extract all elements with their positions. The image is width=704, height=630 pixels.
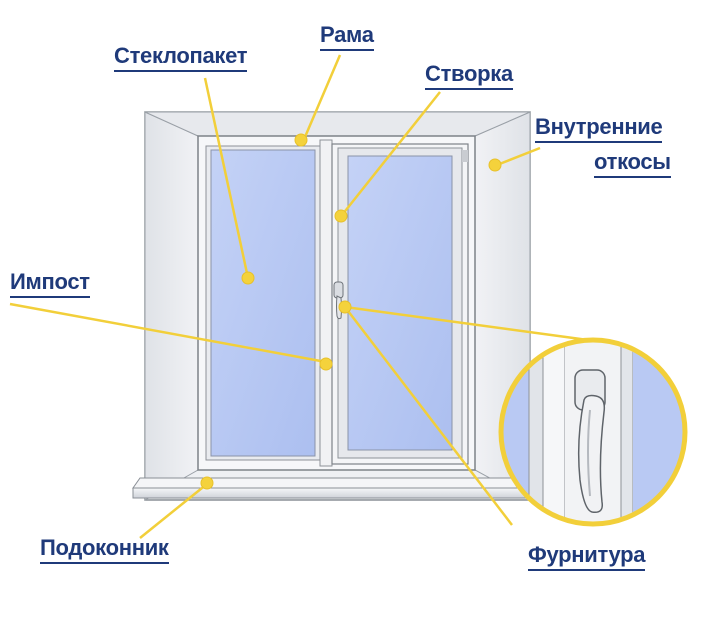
label-impost: Импост [10,269,90,299]
leader-lines [9,54,589,539]
label-furnitura-text: Фурнитура [528,542,646,567]
label-otkosy-2: откосы [594,149,671,179]
label-podokonnik-text: Подоконник [40,535,169,560]
label-rama: Рама [320,22,374,52]
label-underline [425,88,513,91]
marker-glass [241,271,255,285]
label-otkosy: Внутренние [535,114,663,144]
label-otkosy-line1: Внутренние [535,114,663,139]
marker-sash [334,209,348,223]
marker-sill [200,476,214,490]
label-steklopaket-text: Стеклопакет [114,43,248,68]
label-impost-text: Импост [10,269,90,294]
label-furnitura: Фурнитура [528,542,646,572]
label-underline [528,569,646,572]
marker-slopes [488,158,502,172]
marker-hardware [338,300,352,314]
label-underline [40,562,169,565]
label-podokonnik: Подоконник [40,535,169,565]
label-underline [594,176,671,179]
label-stvorka-text: Створка [425,61,513,86]
label-rama-text: Рама [320,22,374,47]
label-underline [10,296,90,299]
marker-impost [319,357,333,371]
label-steklopaket: Стеклопакет [114,43,248,73]
window-sash [331,143,469,465]
marker-dots [200,133,502,490]
marker-frame [294,133,308,147]
label-underline [535,141,663,144]
label-underline [320,49,374,52]
label-stvorka: Створка [425,61,513,91]
label-underline [114,70,248,73]
label-otkosy-line2: откосы [594,149,671,174]
